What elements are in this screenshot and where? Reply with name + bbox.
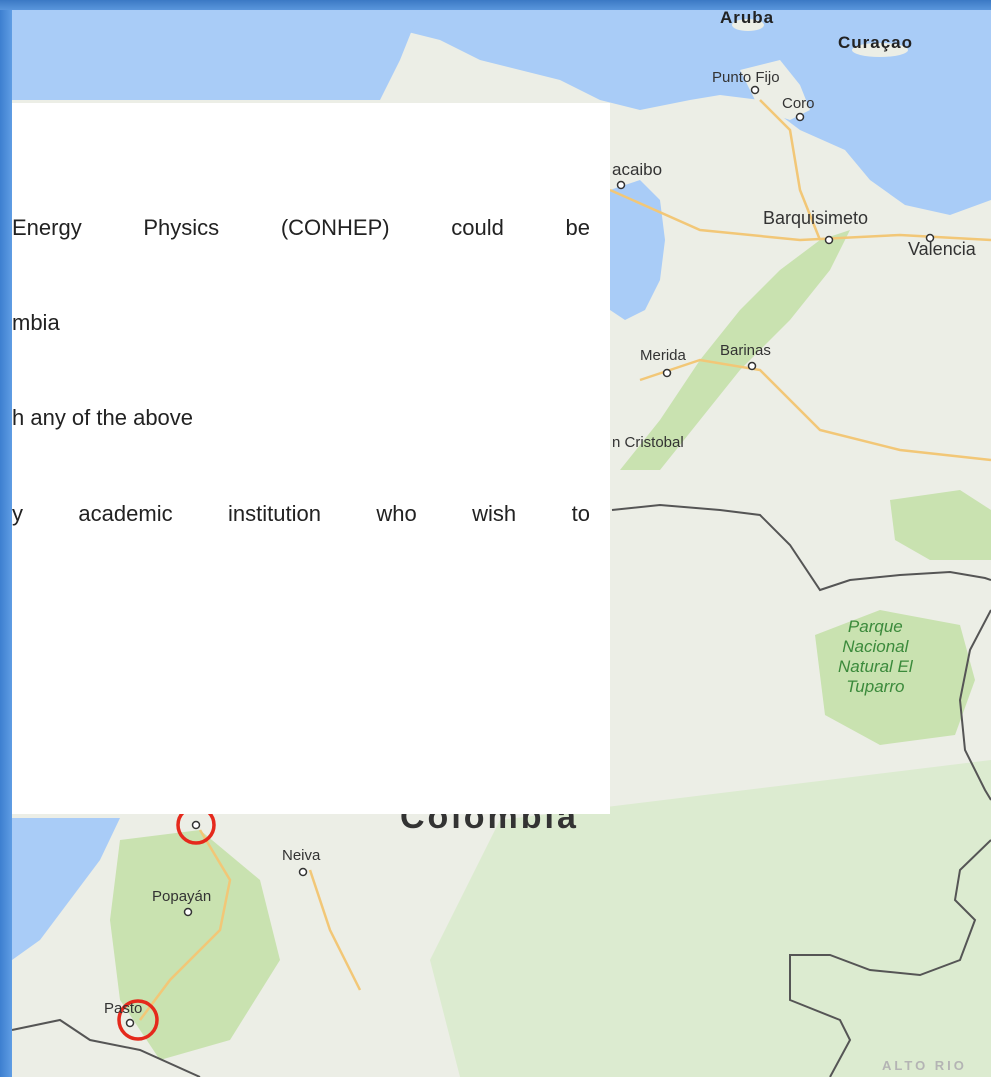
doc-word: Physics [143, 215, 220, 240]
andes-vegetation [620, 230, 850, 470]
paraguana-peninsula [740, 60, 810, 120]
document-overlay: Energy Physics (CONHEP) could be mbia h … [12, 103, 610, 814]
document-line-2: mbia [12, 310, 60, 335]
map-label-coro: Coro [782, 95, 815, 112]
popayan-marker [183, 907, 193, 917]
merida-marker [662, 368, 672, 378]
valencia-marker [925, 233, 935, 243]
highlight-circle-pasto [117, 999, 159, 1041]
map-label-valencia: Valencia [908, 239, 976, 259]
map-label-neiva: Neiva [282, 847, 321, 864]
doc-word: be [565, 215, 590, 240]
caribbean-sea [0, 0, 991, 215]
pacific-ocean [12, 818, 120, 960]
east-vegetation [890, 490, 991, 560]
map-label-maracaibo: acaibo [612, 160, 663, 179]
map-label-park: Parque Nacional Natural El Tuparro [838, 617, 913, 697]
map-label-popayan: Popayán [152, 888, 212, 905]
map-label-curacao: Curaçao [838, 33, 914, 52]
doc-word: Energy [12, 215, 82, 240]
doc-word: who [376, 501, 417, 526]
window-left-strip [0, 10, 12, 1077]
doc-word: academic [78, 501, 173, 526]
punto-fijo-marker [750, 85, 760, 95]
pasto-marker [125, 1018, 135, 1028]
doc-word: could [451, 215, 504, 240]
map-label-punto-fijo: Punto Fijo [712, 69, 780, 86]
map-label-alto-rio: ALTO RIO [882, 1058, 967, 1073]
aruba-island [732, 19, 764, 31]
doc-word: to [571, 501, 590, 526]
barquisimeto-marker [824, 235, 834, 245]
amazon-vegetation [430, 760, 991, 1077]
document-line-4: y academic institution who wish to [12, 501, 590, 527]
city-markers [125, 85, 935, 1028]
map-label-barquisimeto: Barquisimeto [763, 208, 869, 228]
map-label-pasto: Pasto [104, 1000, 143, 1017]
doc-word: (CONHEP) [280, 215, 390, 240]
window-top-bar [0, 0, 991, 10]
doc-word: wish [472, 501, 517, 526]
document-line-1: Energy Physics (CONHEP) could be [12, 215, 590, 241]
document-line-3: h any of the above [12, 405, 194, 430]
lake-maracaibo [610, 180, 665, 320]
cali-marker [191, 820, 201, 830]
maracaibo-marker [616, 180, 626, 190]
country-borders [11, 503, 991, 1077]
barinas-marker [747, 361, 757, 371]
curacao-island [852, 43, 908, 57]
park-label-line2: Nacional [842, 637, 909, 656]
doc-word: institution [228, 501, 321, 526]
map-label-merida: Merida [640, 347, 686, 364]
park-label-line1: Parque [847, 617, 903, 636]
park-label-line4: Tuparro [846, 677, 905, 696]
map-label-barinas: Barinas [720, 342, 771, 359]
park-vegetation [815, 610, 975, 745]
map-label-san-cristobal: n Cristobal [612, 434, 684, 451]
caribbean-sea-west [0, 10, 420, 100]
map-label-aruba: Aruba [720, 8, 775, 27]
park-label-line3: Natural El [838, 657, 913, 676]
doc-word: y [12, 501, 23, 526]
coro-marker [795, 112, 805, 122]
neiva-marker [298, 867, 308, 877]
